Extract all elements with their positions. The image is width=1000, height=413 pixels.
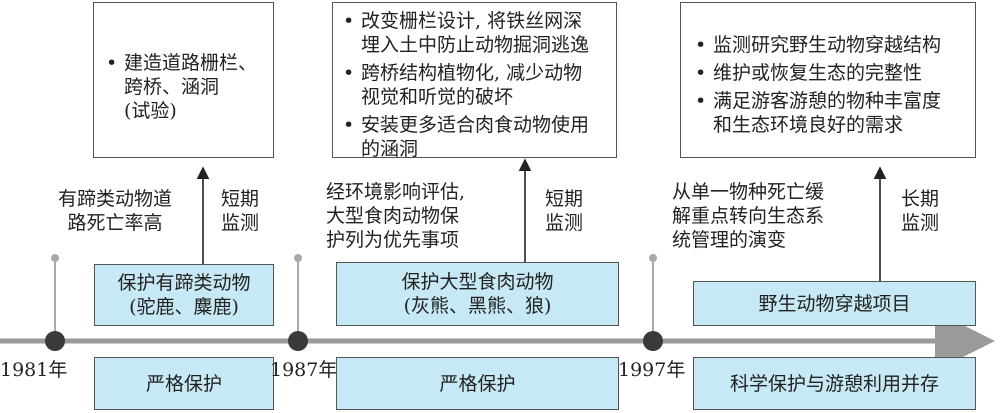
monitoring-label-1997: 长期监测 — [900, 188, 939, 234]
measure-item: 维护或恢复生态的完整性 — [691, 61, 975, 85]
monitoring-label-1981: 短期监测 — [220, 188, 259, 234]
measure-item: 建造道路栅栏、 跨桥、涵洞 (试验) — [102, 51, 273, 123]
node-1997 — [643, 331, 663, 351]
phase-box-1987: 严格保护 — [336, 357, 619, 410]
node-1987 — [288, 331, 308, 351]
focus-box-1997: 野生动物穿越项目 — [693, 281, 976, 326]
measures-box-1981: 建造道路栅栏、 跨桥、涵洞 (试验) — [93, 2, 274, 158]
phase-box-1981: 严格保护 — [94, 357, 274, 410]
year-label-1997: 1997年 — [618, 359, 686, 381]
monitoring-label-1987: 短期监测 — [544, 188, 583, 234]
node-1981 — [45, 331, 65, 351]
context-label-1987: 经环境影响评估,大型食肉动物保护列为优先事项 — [326, 181, 466, 251]
phase-box-1997: 科学保护与游憩利用并存 — [693, 357, 976, 410]
focus-box-1987: 保护大型食肉动物(灰熊、黑熊、狼) — [336, 262, 619, 326]
measures-box-1997: 监测研究野生动物穿越结构 维护或恢复生态的完整性 满足游客游憩的物种丰富度和生态… — [680, 2, 976, 158]
context-label-1981: 有蹄类动物道路死亡率高 — [57, 188, 172, 234]
year-label-1987: 1987年 — [270, 359, 338, 381]
measure-item: 监测研究野生动物穿越结构 — [691, 33, 975, 57]
context-label-1997: 从单一物种死亡缓解重点转向生态系统管理的演变 — [672, 181, 825, 251]
focus-box-1981: 保护有蹄类动物(驼鹿、麋鹿) — [94, 264, 274, 326]
year-label-1981: 1981年 — [0, 359, 68, 381]
